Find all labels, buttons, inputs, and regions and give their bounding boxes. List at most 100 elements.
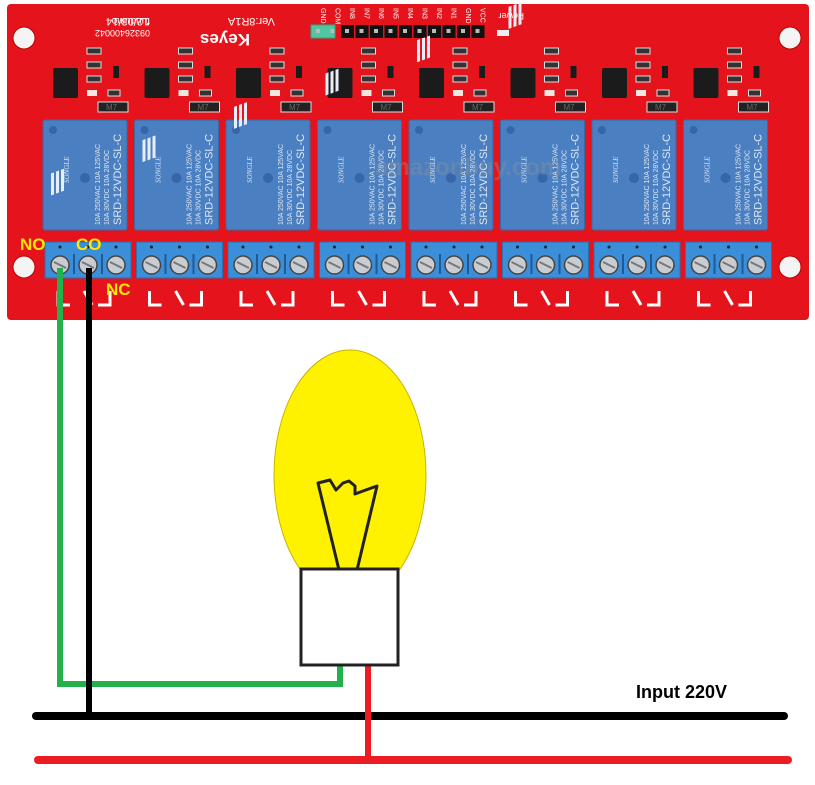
silkscreen-mark [422,291,436,307]
relay-brand: SONGLE [63,156,71,183]
terminal-hole [206,245,209,249]
relay-logo-stripe [239,103,242,128]
diode-marking: M7 [564,103,576,112]
relay-rating-ac: 10A 250VAC 10A 125VAC [553,144,560,225]
relay-model: SRD-12VDC-SL-C [204,134,216,225]
smd-resistor [452,75,468,83]
diode [463,101,495,113]
relay-logo-stripe [335,68,339,92]
relay-logo-stripe [330,70,334,94]
relay-logo-stripe [513,4,517,28]
relay-brand: SONGLE [338,156,346,183]
header-pin [417,29,422,33]
header-pin [330,29,335,33]
terminal-hole [544,245,547,249]
smd-resistor [635,75,651,83]
smd-resistor [727,47,742,55]
relay-logo-stripe [325,72,329,96]
relay-dot [506,126,515,134]
header-pin-text: VCC [479,8,486,23]
relay-logo-stripe [147,137,151,161]
relay-rating-ac: 10A 250VAC 10A 125VAC [461,144,468,225]
screw-slot [384,261,397,269]
optocoupler [693,68,719,98]
relay-rating-dc: 10A 30VDC 10A 28VDC [653,150,660,225]
smd-resistor [178,75,193,83]
screw-slot [264,261,278,269]
screw-slot [236,261,250,269]
screw-slot [694,261,707,269]
relay-logo-stripe [61,168,64,192]
terminal-hole [114,245,118,249]
diode-marking: M7 [472,103,484,112]
screw-slot [109,261,123,269]
header-pin-label: IN6 [377,8,384,19]
terminal-label-co: CO [76,235,102,254]
diode [97,101,129,113]
transistor [204,66,211,78]
green-wire-no [57,268,343,687]
optocoupler [144,68,170,98]
relay-rating-ac: 10A 250VAC 10A 125VAC [736,144,743,225]
smd-resistor [86,47,102,55]
silkscreen-mark [464,291,478,307]
transistor [662,66,668,78]
screw-slot [722,261,735,269]
header-pin-label: GND [319,8,326,24]
header-pin-text: IN5 [392,8,399,19]
header-pin [432,29,436,33]
relay-dot [598,126,606,134]
smd-resistor [86,75,102,83]
relay-dot [323,126,332,134]
terminal-hole [389,245,392,249]
relay-dot [446,173,456,183]
header-pin [359,29,364,33]
relay-rating-ac: 10A 250VAC 10A 125VAC [278,144,285,225]
diode [646,101,678,113]
power-led [497,30,509,36]
screw-slot [145,261,158,269]
terminal-hole [480,245,484,249]
transistor [113,66,119,78]
smd-resistor [107,89,121,97]
diode-marking: M7 [289,103,301,112]
relay-dot [49,126,57,134]
silkscreen-mark [697,291,711,307]
silkscreen-mark [723,290,734,306]
maker-silkscreen: funduino [111,15,150,26]
header-pin-text: IN4 [406,8,413,19]
relay-brand: SONGLE [612,156,620,183]
header-pin-text: IN7 [363,8,370,19]
optocoupler [510,68,536,98]
diode-marking: M7 [106,103,118,112]
relay-model: SRD-12VDC-SL-C [387,134,399,225]
indicator-led [727,90,738,96]
smd-resistor [727,75,742,83]
relay-dot [629,173,639,183]
silkscreen-mark [738,291,752,307]
header-pin-text: IN2 [435,8,442,19]
header-pin-label: IN1 [450,8,457,19]
relay-dot [263,173,273,183]
diode-marking: M7 [198,103,210,112]
header-pin [403,29,407,33]
relay-brand: SONGLE [704,156,712,183]
relay-logo-stripe [56,170,59,194]
smd-resistor [452,47,468,55]
screw-slot [447,261,461,269]
screw-slot [658,261,672,269]
smd-resistor [473,89,487,97]
smd-resistor [361,47,376,55]
relay-logo-stripe [234,105,237,129]
terminal-hole [607,245,611,249]
smd-resistor [635,47,651,55]
screw-slot [511,261,524,269]
terminal-hole [269,245,273,249]
smd-resistor [361,75,376,83]
